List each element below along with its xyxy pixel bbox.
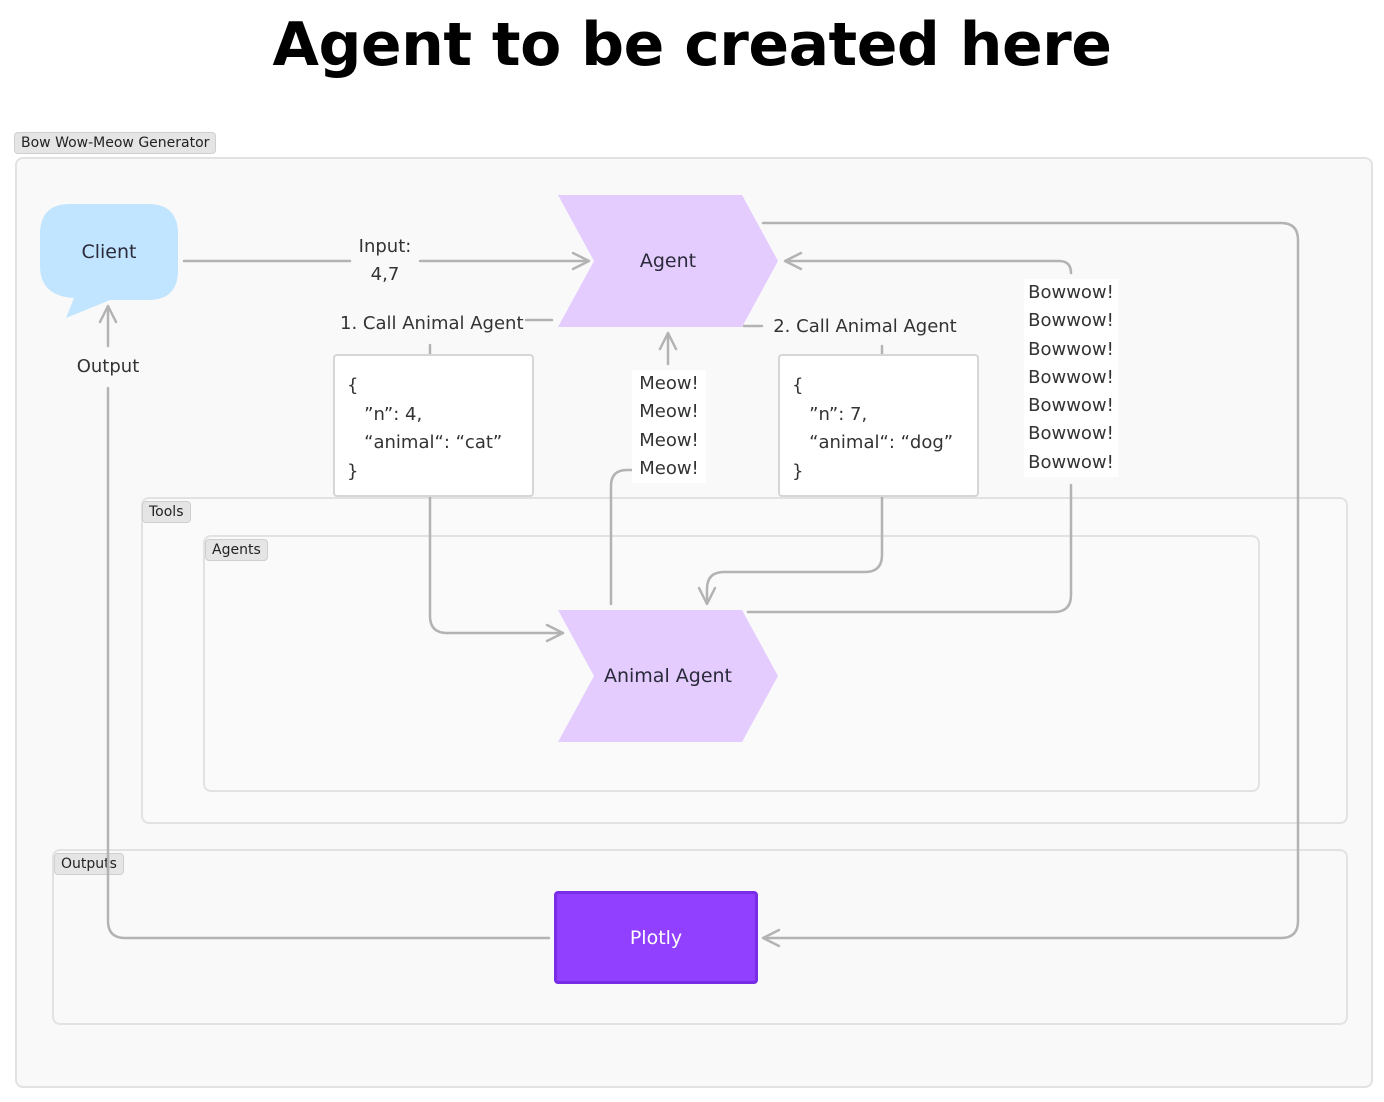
bowwow-responses: Bowwow! Bowwow! Bowwow! Bowwow! Bowwow! …	[1024, 279, 1118, 478]
edge-call2-c	[697, 495, 884, 606]
plotly-label: Plotly	[629, 926, 683, 949]
meow-line: Meow!	[639, 457, 699, 479]
call2-payload: { ”n”: 7, “animal“: “dog” }	[778, 354, 979, 497]
output-label: Output	[76, 356, 140, 377]
agent-label: Agent	[639, 250, 697, 272]
meow-responses: Meow! Meow! Meow! Meow!	[632, 370, 706, 484]
edge-output-a	[106, 386, 551, 940]
edge-bowwow-a	[746, 483, 1073, 614]
group-agents	[203, 535, 1260, 792]
client-label: Client	[81, 241, 137, 263]
group-label-agents: Agents	[205, 539, 268, 561]
input-value: 4,7	[370, 264, 400, 285]
meow-line: Meow!	[639, 429, 699, 451]
group-label-outputs: Outputs	[54, 853, 124, 875]
call1-payload: { ”n”: 4, “animal“: “cat” }	[333, 354, 534, 497]
plotly-node: Plotly	[554, 891, 758, 984]
meow-line: Meow!	[639, 373, 699, 394]
bowwow-line: Bowwow!	[1028, 395, 1114, 417]
agent-node	[558, 195, 778, 327]
bowwow-line: Bowwow!	[1028, 338, 1114, 360]
bowwow-line: Bowwow!	[1028, 310, 1114, 332]
meow-line: Meow!	[639, 401, 699, 423]
group-label-main: Bow Wow-Meow Generator	[14, 132, 217, 154]
bowwow-line: Bowwow!	[1028, 366, 1114, 388]
group-outputs	[52, 849, 1348, 1025]
call2-label: 2. Call Animal Agent	[773, 316, 957, 337]
bowwow-line: Bowwow!	[1028, 282, 1114, 303]
animal-agent-node	[558, 610, 778, 742]
edge-agent-plotly	[761, 221, 1300, 948]
client-node	[40, 204, 178, 318]
bowwow-line: Bowwow!	[1028, 423, 1114, 445]
input-label: Input:	[358, 236, 412, 257]
animal-agent-label: Animal Agent	[603, 665, 733, 687]
group-label-tools: Tools	[142, 501, 191, 523]
call1-label: 1. Call Animal Agent	[340, 313, 524, 334]
edge-bowwow-b	[783, 251, 1073, 275]
page-title: Agent to be created here	[272, 10, 1112, 80]
edge-meow-a	[609, 468, 634, 606]
edge-call1-c	[428, 495, 565, 643]
bowwow-line: Bowwow!	[1028, 451, 1114, 473]
